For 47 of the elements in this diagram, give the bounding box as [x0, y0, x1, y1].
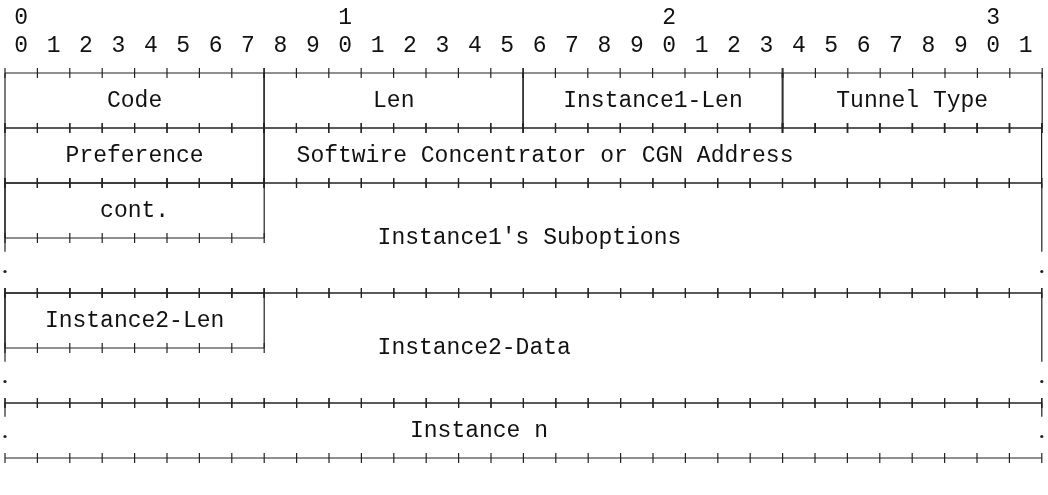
field-label: Tunnel Type	[836, 87, 989, 114]
bit-number: 1	[46, 33, 61, 58]
bit-number: 0	[986, 33, 1001, 58]
bit-number: 3	[986, 6, 1001, 30]
bit-number: 5	[500, 33, 515, 58]
bit-number: 2	[727, 33, 741, 58]
field-label: Code	[107, 87, 163, 114]
bit-number: 3	[759, 33, 774, 58]
bit-number: 7	[241, 33, 255, 58]
bit-number: 3	[435, 33, 450, 58]
bit-number: 2	[79, 33, 93, 58]
bit-number: 6	[856, 33, 871, 58]
bit-number: 9	[953, 33, 968, 58]
bit-number: 9	[629, 33, 644, 58]
bit-number: 5	[176, 33, 191, 58]
field-label: Len	[373, 87, 415, 114]
field-label: Instance2-Len	[44, 307, 225, 334]
bit-number: 1	[694, 33, 709, 58]
bit-number: 7	[565, 33, 579, 58]
bit-number: 3	[111, 33, 126, 58]
bit-number: 1	[1018, 33, 1033, 58]
bit-number: 0	[14, 6, 29, 30]
bit-number: 1	[338, 6, 353, 30]
bit-number: 0	[14, 33, 29, 58]
bit-number: 2	[403, 33, 417, 58]
field-label: Instance2-Data	[377, 335, 571, 361]
bit-number: 5	[824, 33, 839, 58]
bit-number: 4	[791, 33, 806, 58]
field-label: Instance1's Suboptions	[377, 225, 682, 251]
bit-number: 8	[921, 33, 936, 58]
bit-number: 6	[532, 33, 547, 58]
field-label: Softwire Concentrator or CGN Address	[296, 142, 794, 169]
bit-number: 8	[597, 33, 612, 58]
field-label: Instance1-Len	[563, 87, 743, 114]
field-label: Preference	[65, 142, 204, 169]
bit-number: 0	[338, 33, 353, 58]
bit-number: 4	[467, 33, 482, 58]
field-label: Instance n	[410, 417, 549, 444]
bit-number: 9	[305, 33, 320, 58]
bit-number: 4	[143, 33, 158, 58]
bit-number: 8	[273, 33, 288, 58]
bit-number: 2	[662, 6, 677, 30]
bit-number: 6	[208, 33, 223, 58]
bit-number: 1	[370, 33, 385, 58]
field-label: cont.	[100, 197, 170, 224]
bit-number: 7	[889, 33, 903, 58]
bit-number: 0	[662, 33, 677, 58]
